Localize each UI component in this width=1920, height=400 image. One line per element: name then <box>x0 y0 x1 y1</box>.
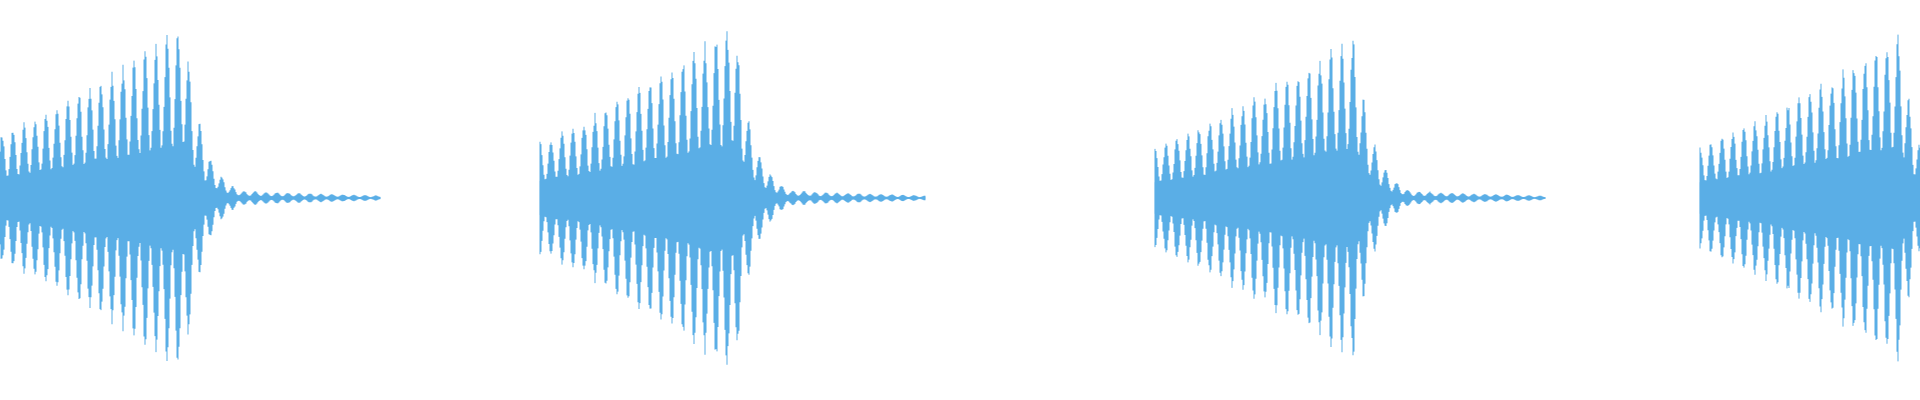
burst-3 <box>1154 40 1546 356</box>
waveform-bursts <box>0 31 1920 365</box>
burst-2 <box>539 31 926 365</box>
burst-4 <box>1699 34 1920 362</box>
burst-1 <box>0 35 381 361</box>
